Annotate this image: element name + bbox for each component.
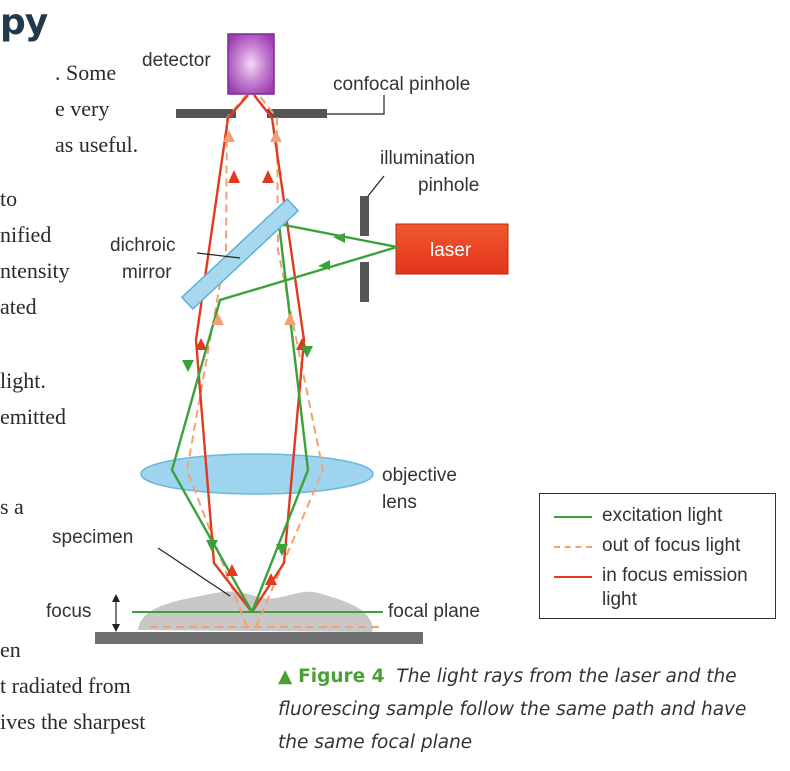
body-text-line: ntensity <box>0 258 70 283</box>
body-text-line: light. <box>0 368 46 393</box>
legend-swatch-in-focus <box>554 576 592 578</box>
body-text-line: nified <box>0 222 52 247</box>
lens-label: lens <box>382 492 417 513</box>
laser-box <box>395 223 509 275</box>
focus-arrow-up <box>112 594 120 602</box>
illumination-pinhole-bottom <box>360 262 369 302</box>
focal-plane-label: focal plane <box>388 601 480 622</box>
in-focus-emission-rays <box>194 94 306 613</box>
dichroic-mirror <box>180 197 300 311</box>
focus-label: focus <box>46 601 91 622</box>
microscope-slide <box>95 632 423 644</box>
figure-number: Figure 4 <box>298 666 385 687</box>
detector-label: detector <box>142 50 211 71</box>
caption-text: The light rays from the laser and the fl… <box>278 666 747 753</box>
objective-lens <box>140 453 374 495</box>
figure-caption: ▲ Figure 4 The light rays from the laser… <box>278 660 778 759</box>
ray-arrowheads <box>182 130 345 585</box>
legend-swatch-excitation <box>554 516 592 518</box>
laser-label: laser <box>430 240 472 261</box>
legend-swatch-out-of-focus <box>554 546 592 548</box>
body-text-line: s a <box>0 494 24 519</box>
illumination-pinhole-top <box>360 196 369 236</box>
confocal-pinhole-left <box>176 109 236 118</box>
section-heading: py <box>0 2 48 43</box>
body-text-line: emitted <box>0 404 66 429</box>
body-text-line: as useful. <box>55 132 139 157</box>
body-text-line: t radiated from <box>0 673 131 698</box>
confocal-pinhole-label: confocal pinhole <box>333 74 470 95</box>
confocal-pinhole-right <box>267 109 327 118</box>
body-text-line: ives the sharpest <box>0 709 146 734</box>
body-text-line: to <box>0 186 18 211</box>
body-text-line: e very <box>55 96 110 121</box>
body-text-line: . Some <box>55 60 117 85</box>
illumination-pinhole-label: illumination <box>380 148 475 169</box>
body-text-line: en <box>0 637 21 662</box>
mirror-label: mirror <box>122 262 172 283</box>
detector-box <box>227 33 275 95</box>
legend-label: out of focus light <box>602 535 741 556</box>
legend-label: excitation light <box>602 505 723 526</box>
dichroic-label: dichroic <box>110 235 175 256</box>
legend-box: excitation light out of focus light in f… <box>539 493 776 619</box>
caption-triangle-icon: ▲ <box>278 666 293 687</box>
objective-label: objective <box>382 465 457 486</box>
legend-label: in focus emission light <box>602 565 748 610</box>
focus-arrow-down <box>112 624 120 632</box>
specimen-label: specimen <box>52 527 133 548</box>
body-text-line: ated <box>0 294 37 319</box>
illumination-pinhole-label-2: pinhole <box>418 175 479 196</box>
leader-lines <box>115 95 385 628</box>
